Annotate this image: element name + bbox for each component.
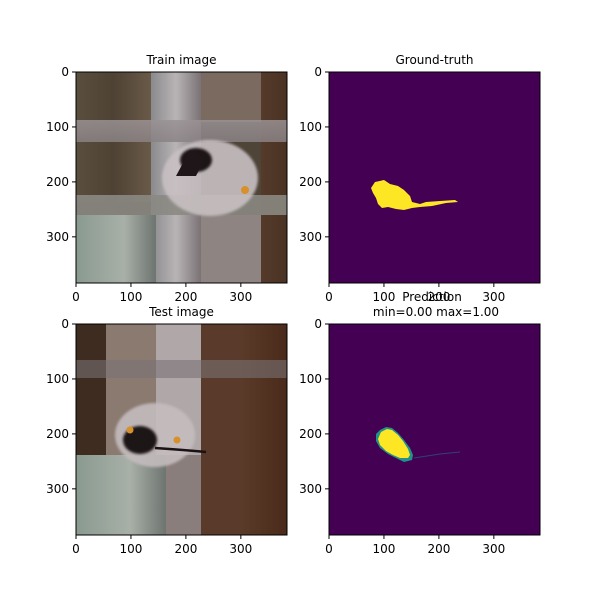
y-tick-label: 0	[314, 65, 322, 79]
x-tick-label: 300	[229, 542, 252, 556]
axes-frame-ground-truth	[328, 71, 541, 284]
y-tick-label: 100	[299, 372, 322, 386]
y-tick-label: 200	[46, 175, 69, 189]
x-tick-label: 300	[482, 290, 505, 304]
x-tick-label: 100	[372, 542, 395, 556]
y-tick-label: 100	[46, 372, 69, 386]
train-photo	[76, 72, 287, 283]
ticks-prediction: 0 100 200 300 0 100 200 300	[299, 317, 505, 556]
y-tick-label: 300	[299, 482, 322, 496]
y-tick-label: 0	[314, 317, 322, 331]
x-tick-label: 0	[72, 290, 80, 304]
y-tick-label: 200	[299, 427, 322, 441]
ticks-ground-truth: 0 100 200 300 0 100 200 300	[299, 65, 505, 304]
axes-frame-test	[75, 323, 288, 536]
ground-truth-mask	[329, 72, 540, 283]
x-tick-label: 0	[72, 542, 80, 556]
prediction-map	[329, 324, 540, 535]
panel-title-train: Train image	[146, 53, 217, 67]
x-tick-label: 100	[119, 290, 142, 304]
y-tick-label: 200	[299, 175, 322, 189]
x-tick-label: 300	[482, 542, 505, 556]
y-tick-label: 100	[299, 120, 322, 134]
y-tick-label: 300	[46, 482, 69, 496]
panel-title-prediction: Prediction	[402, 290, 462, 304]
panel-ground-truth: Ground-truth 0 100 200 300 0 100 200 300	[299, 53, 541, 304]
panel-title-test: Test image	[148, 305, 214, 319]
x-tick-label: 200	[174, 542, 197, 556]
axes-frame-prediction	[328, 323, 541, 536]
x-tick-label: 100	[372, 290, 395, 304]
panel-subtitle-prediction: min=0.00 max=1.00	[373, 305, 499, 319]
y-tick-label: 100	[46, 120, 69, 134]
ticks-train: 0 100 200 300 0 100 200 300	[46, 65, 252, 304]
x-tick-label: 200	[427, 290, 450, 304]
y-tick-label: 0	[61, 65, 69, 79]
x-tick-label: 0	[325, 542, 333, 556]
prediction-faint-tail	[413, 451, 461, 459]
x-tick-label: 0	[325, 290, 333, 304]
panel-title-ground-truth: Ground-truth	[395, 53, 473, 67]
y-tick-label: 200	[46, 427, 69, 441]
y-tick-label: 300	[46, 230, 69, 244]
x-tick-label: 300	[229, 290, 252, 304]
x-tick-label: 100	[119, 542, 142, 556]
axes-frame-train	[75, 71, 288, 284]
panel-test-image: Test image 0 100 200 300 0 100 200 300	[46, 305, 288, 556]
y-tick-label: 300	[299, 230, 322, 244]
x-tick-label: 200	[174, 290, 197, 304]
y-tick-label: 0	[61, 317, 69, 331]
test-photo	[76, 324, 287, 535]
mask-body-gt	[371, 180, 458, 210]
x-tick-label: 200	[427, 542, 450, 556]
ticks-test: 0 100 200 300 0 100 200 300	[46, 317, 252, 556]
prediction-blob	[378, 429, 410, 458]
panel-train-image: Train image 0 100 200 300 0 100 200 300	[46, 53, 288, 304]
